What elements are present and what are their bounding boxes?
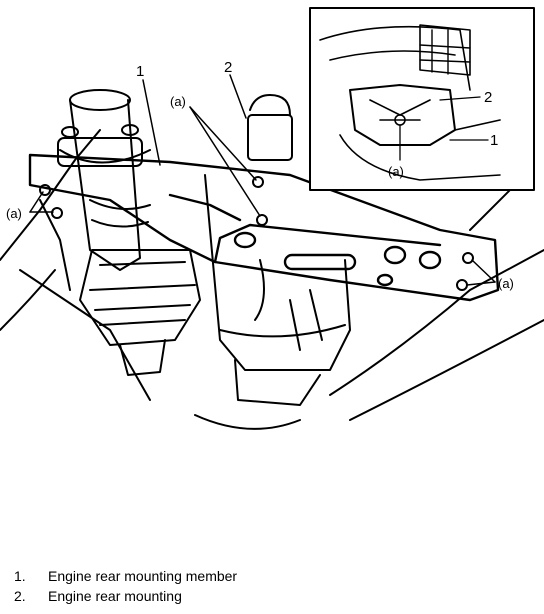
bolt-left-1: [39, 184, 51, 196]
callout-mounting: 2: [224, 59, 232, 76]
inset-callout-member: 1: [490, 132, 498, 149]
inset-callout-bolt: (a): [388, 164, 404, 179]
engine-rear-mounting-diagram: 1 2 (a) (a) (a) 2 1 (a): [0, 7, 544, 430]
legend-label: Engine rear mounting: [48, 588, 182, 604]
chassis-outline: [0, 129, 544, 430]
bolt-top-1: [252, 176, 264, 188]
inset-callout-mounting: 2: [484, 89, 492, 106]
bolt-right-2: [456, 279, 468, 291]
legend-item: 2. Engine rear mounting: [14, 586, 237, 606]
callout-bolt-left: (a): [6, 206, 22, 221]
catalytic-converter: [79, 249, 201, 376]
legend-number: 2.: [14, 588, 26, 604]
exhaust-pipe: [57, 89, 151, 271]
inset-detail: [309, 7, 535, 191]
inset-frame: [309, 7, 535, 191]
legend-label: Engine rear mounting member: [48, 568, 238, 584]
callout-bolt-top: (a): [170, 94, 186, 109]
callout-member: 1: [136, 63, 144, 80]
bolt-right-1: [462, 252, 474, 264]
legend-item: 1. Engine rear mounting member: [14, 566, 237, 586]
callout-bolt-right: (a): [498, 276, 514, 291]
transmission-body: [204, 94, 351, 406]
engine-rear-mounting-member: [28, 153, 500, 302]
leader-lines: [29, 74, 496, 286]
legend-number: 1.: [14, 568, 26, 584]
bolt-top-2: [256, 214, 268, 226]
parts-legend: 1. Engine rear mounting member 2. Engine…: [14, 566, 237, 606]
bolt-left-2: [51, 207, 63, 219]
mounting-bolts: [39, 176, 474, 291]
